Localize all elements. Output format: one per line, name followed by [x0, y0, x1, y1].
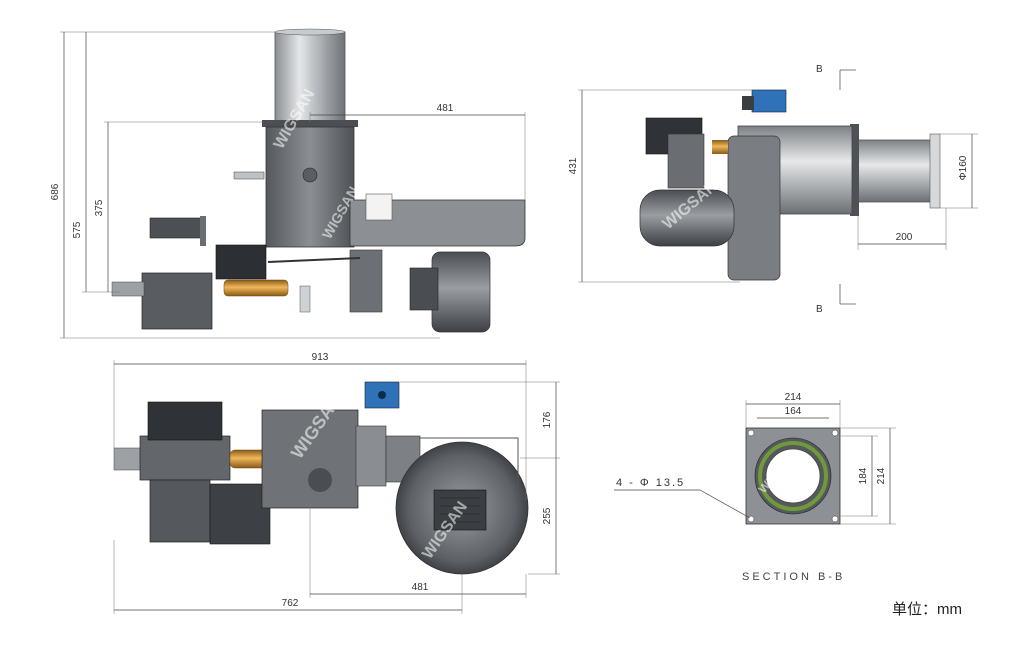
side-blast-tube: [857, 139, 935, 203]
front-dimensions: 686 575 375 481: [50, 31, 526, 339]
dim-375: 375: [94, 199, 105, 216]
dim-762: 762: [282, 598, 299, 609]
dim-913: 913: [312, 352, 329, 363]
section-marker-bottom: B: [816, 304, 823, 315]
side-view: WIGSAN: [639, 89, 941, 281]
side-section-markers: B B: [816, 64, 856, 315]
flange-bore: [765, 448, 821, 504]
flange-bolt-hole: [747, 429, 755, 437]
dim-575: 575: [72, 221, 83, 238]
side-actuator: [751, 89, 787, 113]
unit-label: 单位：mm: [892, 601, 962, 618]
flange-bolt-hole: [747, 515, 755, 523]
dim-214-v: 214: [876, 467, 887, 484]
dim-top-481: 481: [412, 582, 429, 593]
top-view: WIGSAN WIGSAN: [113, 381, 529, 575]
flange-bolt-hole: [831, 429, 839, 437]
front-view: WIGSAN WIGSAN: [111, 28, 526, 333]
side-motor: [639, 189, 735, 247]
dim-184: 184: [858, 467, 869, 484]
dim-front-481: 481: [437, 103, 454, 114]
dim-176: 176: [542, 411, 553, 428]
section-bb: WIGSAN: [745, 427, 841, 525]
section-dimensions: 214 164 184 214 4 - Φ 13.5 SECTION B-B: [614, 392, 896, 583]
front-pump-block: [141, 272, 213, 330]
front-flange: [262, 120, 358, 127]
dim-686: 686: [50, 183, 61, 200]
dim-214-h: 214: [785, 392, 802, 403]
section-marker-top: B: [816, 64, 823, 75]
top-mount-plate: [261, 409, 359, 509]
dim-bolt-holes: 4 - Φ 13.5: [616, 477, 685, 489]
front-housing: [265, 126, 355, 248]
dim-255: 255: [542, 507, 553, 524]
dim-diameter-160: Φ160: [958, 155, 969, 180]
top-pump-block: [139, 435, 231, 481]
front-brass-fitting: [223, 279, 289, 297]
dim-164: 164: [785, 406, 802, 417]
dim-431: 431: [568, 157, 579, 174]
front-blast-tube: [274, 31, 346, 125]
flange-bolt-hole: [831, 515, 839, 523]
side-dimensions: 431 Φ160 200: [568, 89, 978, 283]
dim-200: 200: [896, 232, 913, 243]
front-blower: [349, 199, 526, 247]
section-label: SECTION B-B: [742, 571, 845, 583]
top-dimensions: 913 176 255 481 762: [113, 352, 560, 614]
front-motor: [431, 251, 491, 333]
